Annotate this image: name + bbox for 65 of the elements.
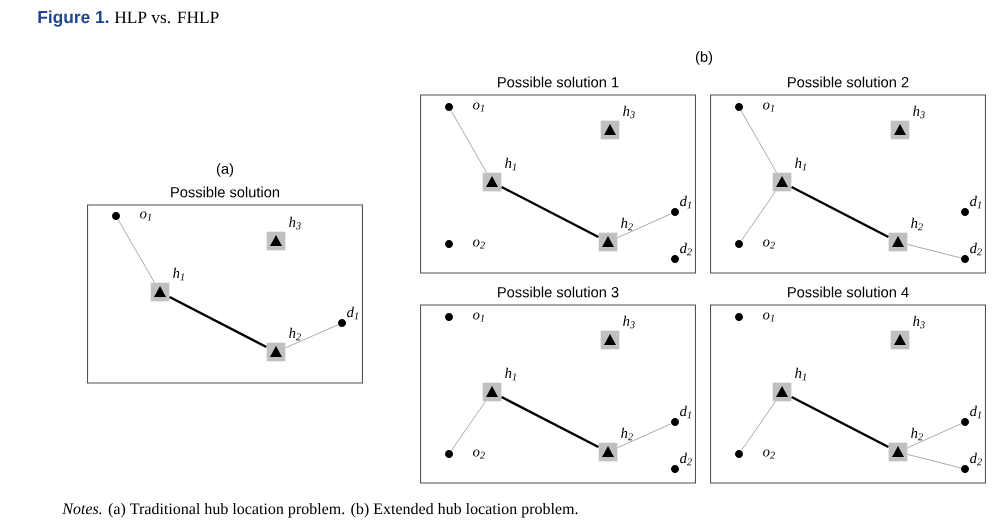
- point-label: d$_{2}$: [970, 242, 982, 256]
- connector-line: [169, 295, 267, 349]
- point-label: o$_{1}$: [763, 102, 774, 112]
- connector-line: [791, 185, 889, 239]
- connector-line: [451, 401, 486, 451]
- point-label: d$_{1}$: [970, 195, 981, 209]
- connector-line: [285, 324, 339, 349]
- connector-line: [617, 423, 672, 449]
- connector-line: [617, 213, 672, 239]
- connector-line: [501, 185, 599, 239]
- point-label: h$_{1}$: [505, 367, 516, 381]
- point-label: h$_{1}$: [795, 367, 806, 381]
- figure-title: HLP vs. FHLP: [114, 11, 219, 24]
- point-label: h$_{1}$: [505, 157, 516, 171]
- connector-line: [907, 244, 962, 259]
- connector-line: [117, 219, 155, 283]
- solution-panel: [420, 76, 696, 274]
- connector-line: [501, 395, 599, 449]
- panel-heading: Possible solution 1: [498, 76, 619, 88]
- solution-panel: [710, 286, 986, 484]
- panel-heading: (a): [216, 163, 234, 177]
- connector-line: [907, 423, 962, 449]
- point-label: h$_{2}$: [911, 427, 923, 441]
- point-label: h$_{3}$: [913, 315, 925, 329]
- point-label: d$_{2}$: [680, 242, 692, 256]
- connector-line: [907, 454, 962, 469]
- connector-line: [791, 395, 889, 449]
- panel-heading: Possible solution 2: [788, 76, 909, 88]
- point-label: h$_{3}$: [913, 105, 925, 119]
- point-label: h$_{3}$: [623, 315, 635, 329]
- panel-heading: Possible solution 3: [498, 286, 619, 298]
- solution-panel: [420, 286, 696, 484]
- point-label: o$_{1}$: [763, 312, 774, 322]
- figure-number: Figure 1.: [38, 10, 109, 27]
- point-label: h$_{2}$: [911, 217, 923, 231]
- point-label: h$_{1}$: [795, 157, 806, 171]
- point-label: d$_{1}$: [680, 405, 691, 419]
- connector-line: [741, 401, 776, 451]
- point-label: d$_{1}$: [347, 306, 358, 320]
- solution-panel: [87, 163, 363, 384]
- point-label: d$_{2}$: [970, 452, 982, 466]
- point-label: h$_{2}$: [621, 427, 633, 441]
- connector-line: [741, 191, 776, 241]
- panel-heading: Possible solution 4: [788, 286, 909, 298]
- point-label: o$_{2}$: [473, 449, 485, 459]
- point-label: d$_{1}$: [680, 195, 691, 209]
- connector-line: [740, 110, 777, 173]
- point-label: o$_{2}$: [763, 239, 775, 249]
- point-label: o$_{1}$: [140, 211, 151, 221]
- point-label: h$_{3}$: [623, 105, 635, 119]
- notes-caption: Notes. (a) Traditional hub location problem. (b) Extended hub location problem.: [62, 502, 578, 518]
- point-label: d$_{1}$: [970, 405, 981, 419]
- point-label: h$_{3}$: [289, 216, 301, 230]
- point-label: d$_{2}$: [680, 452, 692, 466]
- solution-panel: [710, 76, 986, 274]
- point-label: h$_{2}$: [289, 327, 301, 341]
- point-label: o$_{2}$: [473, 239, 485, 249]
- point-label: o$_{1}$: [473, 102, 484, 112]
- point-label: o$_{1}$: [473, 312, 484, 322]
- point-label: h$_{2}$: [621, 217, 633, 231]
- point-label: h$_{1}$: [173, 267, 184, 281]
- panel-label: (b): [695, 51, 713, 65]
- connector-line: [450, 110, 487, 173]
- panel-heading: Possible solution: [171, 186, 280, 198]
- point-label: o$_{2}$: [763, 449, 775, 459]
